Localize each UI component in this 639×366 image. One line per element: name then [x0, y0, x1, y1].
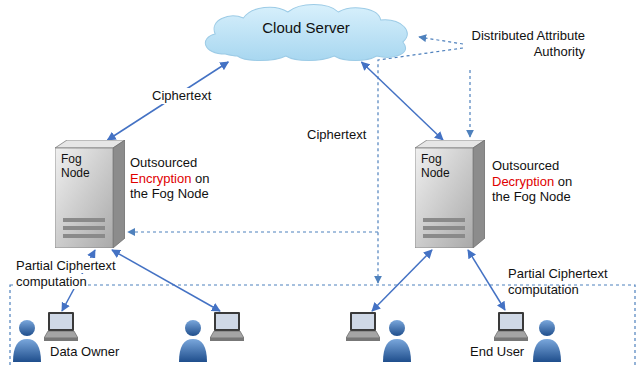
authority-line [128, 231, 378, 232]
caption-text: Outsourced [492, 158, 559, 173]
caption-text: Partial Ciphertext computation [508, 266, 608, 297]
laptop-icon [346, 312, 380, 341]
caption-text: Outsourced [130, 155, 197, 170]
fog-node: Fog Node [415, 140, 485, 248]
person-icon [383, 320, 411, 362]
authority-line [469, 70, 470, 137]
user-link [112, 250, 220, 311]
link-caption: Partial Ciphertext computation [16, 258, 134, 289]
person-icon [13, 320, 41, 362]
laptop-icon [494, 312, 528, 341]
fog-caption: Outsourced Decryption on the Fog Node [492, 158, 584, 205]
caption-text: Data Owner [50, 344, 119, 359]
node-label: Cloud Server [262, 19, 350, 37]
user-role: End User [470, 344, 524, 360]
node-label: Fog Node [421, 152, 465, 181]
fog-caption: Outsourced Encryption on the Fog Node [130, 155, 222, 202]
ciphertext-arrow [362, 62, 444, 140]
edge-label: Ciphertext [305, 127, 368, 143]
authority-label: Distributed Attribute Authority [465, 28, 585, 59]
laptop-icon [210, 312, 244, 341]
user-region [10, 285, 635, 366]
node-text-block: Fog Node [55, 140, 105, 181]
person-icon [179, 320, 207, 362]
caption-text: Partial Ciphertext computation [16, 258, 116, 289]
user-link [372, 250, 432, 311]
user-role: Data Owner [50, 344, 119, 360]
edge-label: Ciphertext [150, 88, 213, 104]
fog-node: Fog Node [55, 140, 125, 248]
cloud-node: Cloud Server [195, 2, 417, 62]
caption-text: Decryption [492, 174, 554, 189]
node-text-block: Cloud Server [195, 2, 417, 62]
node-label: Fog Node [61, 152, 105, 181]
caption-text: End User [470, 344, 524, 359]
caption-text: Encryption [130, 171, 191, 186]
authority-line [419, 37, 463, 44]
ciphertext-arrow [108, 62, 229, 140]
node-text-block: Fog Node [415, 140, 465, 181]
link-caption: Partial Ciphertext computation [508, 266, 626, 297]
caption-text: Distributed Attribute Authority [472, 28, 585, 59]
person-icon [533, 320, 561, 362]
user-link [468, 250, 505, 310]
laptop-icon [44, 312, 78, 341]
